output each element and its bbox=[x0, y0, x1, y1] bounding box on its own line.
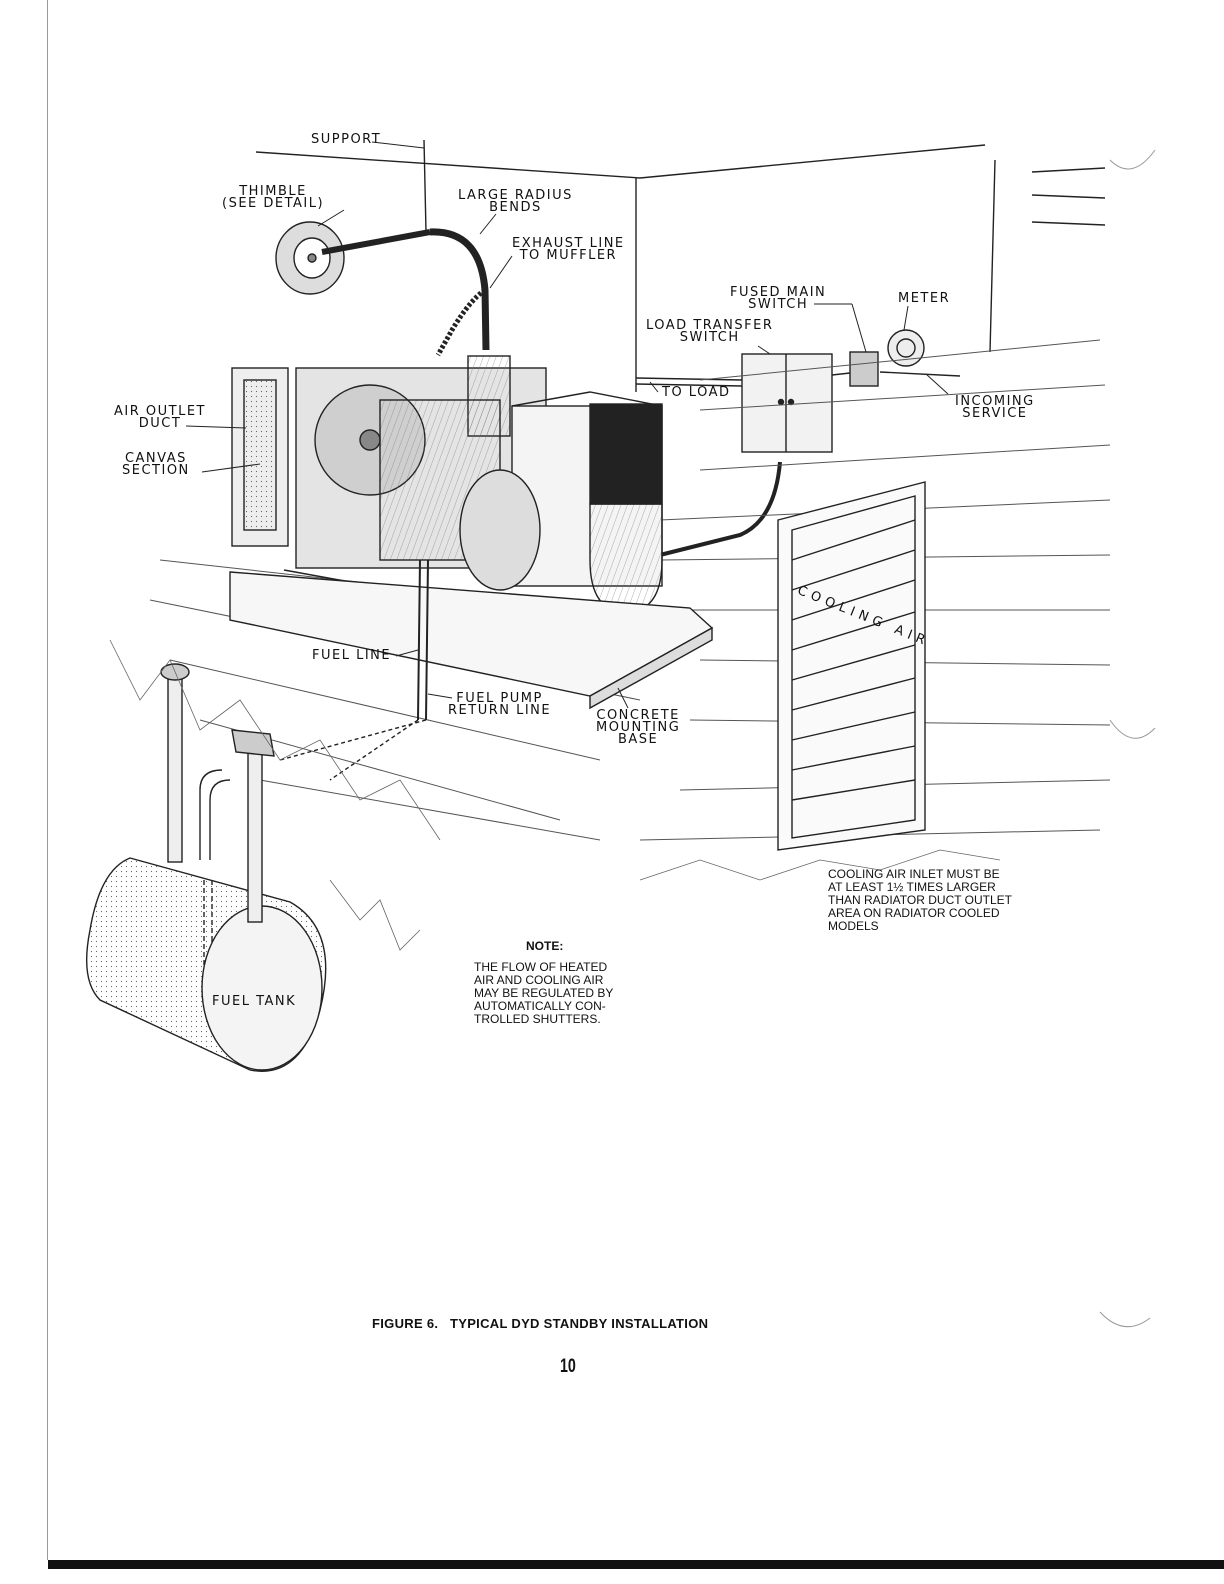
shutters-note: THE FLOW OF HEATED AIR AND COOLING AIR M… bbox=[474, 960, 614, 1026]
note-heading: NOTE: bbox=[526, 939, 564, 953]
label-incoming-service: INCOMING SERVICE bbox=[955, 394, 1035, 421]
concrete-mounting-base bbox=[229, 571, 714, 710]
label-meter: METER bbox=[898, 291, 951, 306]
meter bbox=[887, 329, 925, 367]
label-load-transfer-switch: LOAD TRANSFER SWITCH bbox=[646, 318, 774, 345]
air-inlet-louver bbox=[777, 481, 926, 851]
fuel-tank bbox=[85, 663, 327, 1072]
figure-caption: FIGURE 6. TYPICAL DYD STANDBY INSTALLATI… bbox=[372, 1316, 709, 1331]
label-fuel-pump-return-line: FUEL PUMP RETURN LINE bbox=[448, 691, 552, 718]
exhaust-system bbox=[275, 139, 490, 357]
label-air-outlet-duct: AIR OUTLET DUCT bbox=[114, 404, 206, 431]
cooling-air-inlet-note: COOLING AIR INLET MUST BE AT LEAST 1½ TI… bbox=[828, 867, 1013, 933]
page-number: 10 bbox=[560, 1356, 576, 1377]
label-support: SUPPORT bbox=[311, 132, 382, 147]
page-edge-marks bbox=[1099, 149, 1156, 1328]
label-exhaust-line: EXHAUST LINE TO MUFFLER bbox=[512, 236, 625, 263]
ground-texture bbox=[109, 639, 1001, 951]
power-wiring bbox=[635, 159, 1106, 562]
left-page-edge bbox=[47, 0, 48, 1560]
building-walls bbox=[255, 144, 986, 392]
label-large-radius-bends: LARGE RADIUS BENDS bbox=[458, 188, 573, 215]
callout-leaders bbox=[185, 141, 949, 709]
label-fuel-line: FUEL LINE bbox=[312, 648, 392, 663]
fused-main-switch-box bbox=[849, 351, 879, 387]
label-fused-main-switch: FUSED MAIN SWITCH bbox=[730, 285, 827, 312]
bottom-border bbox=[48, 1560, 1224, 1569]
label-fuel-tank: FUEL TANK bbox=[212, 994, 297, 1009]
label-canvas-section: CANVAS SECTION bbox=[122, 451, 190, 478]
label-concrete-mounting-base: CONCRETE MOUNTING BASE bbox=[596, 708, 681, 747]
label-thimble: THIMBLE (SEE DETAIL) bbox=[222, 184, 325, 211]
label-to-load: TO LOAD bbox=[662, 385, 731, 400]
